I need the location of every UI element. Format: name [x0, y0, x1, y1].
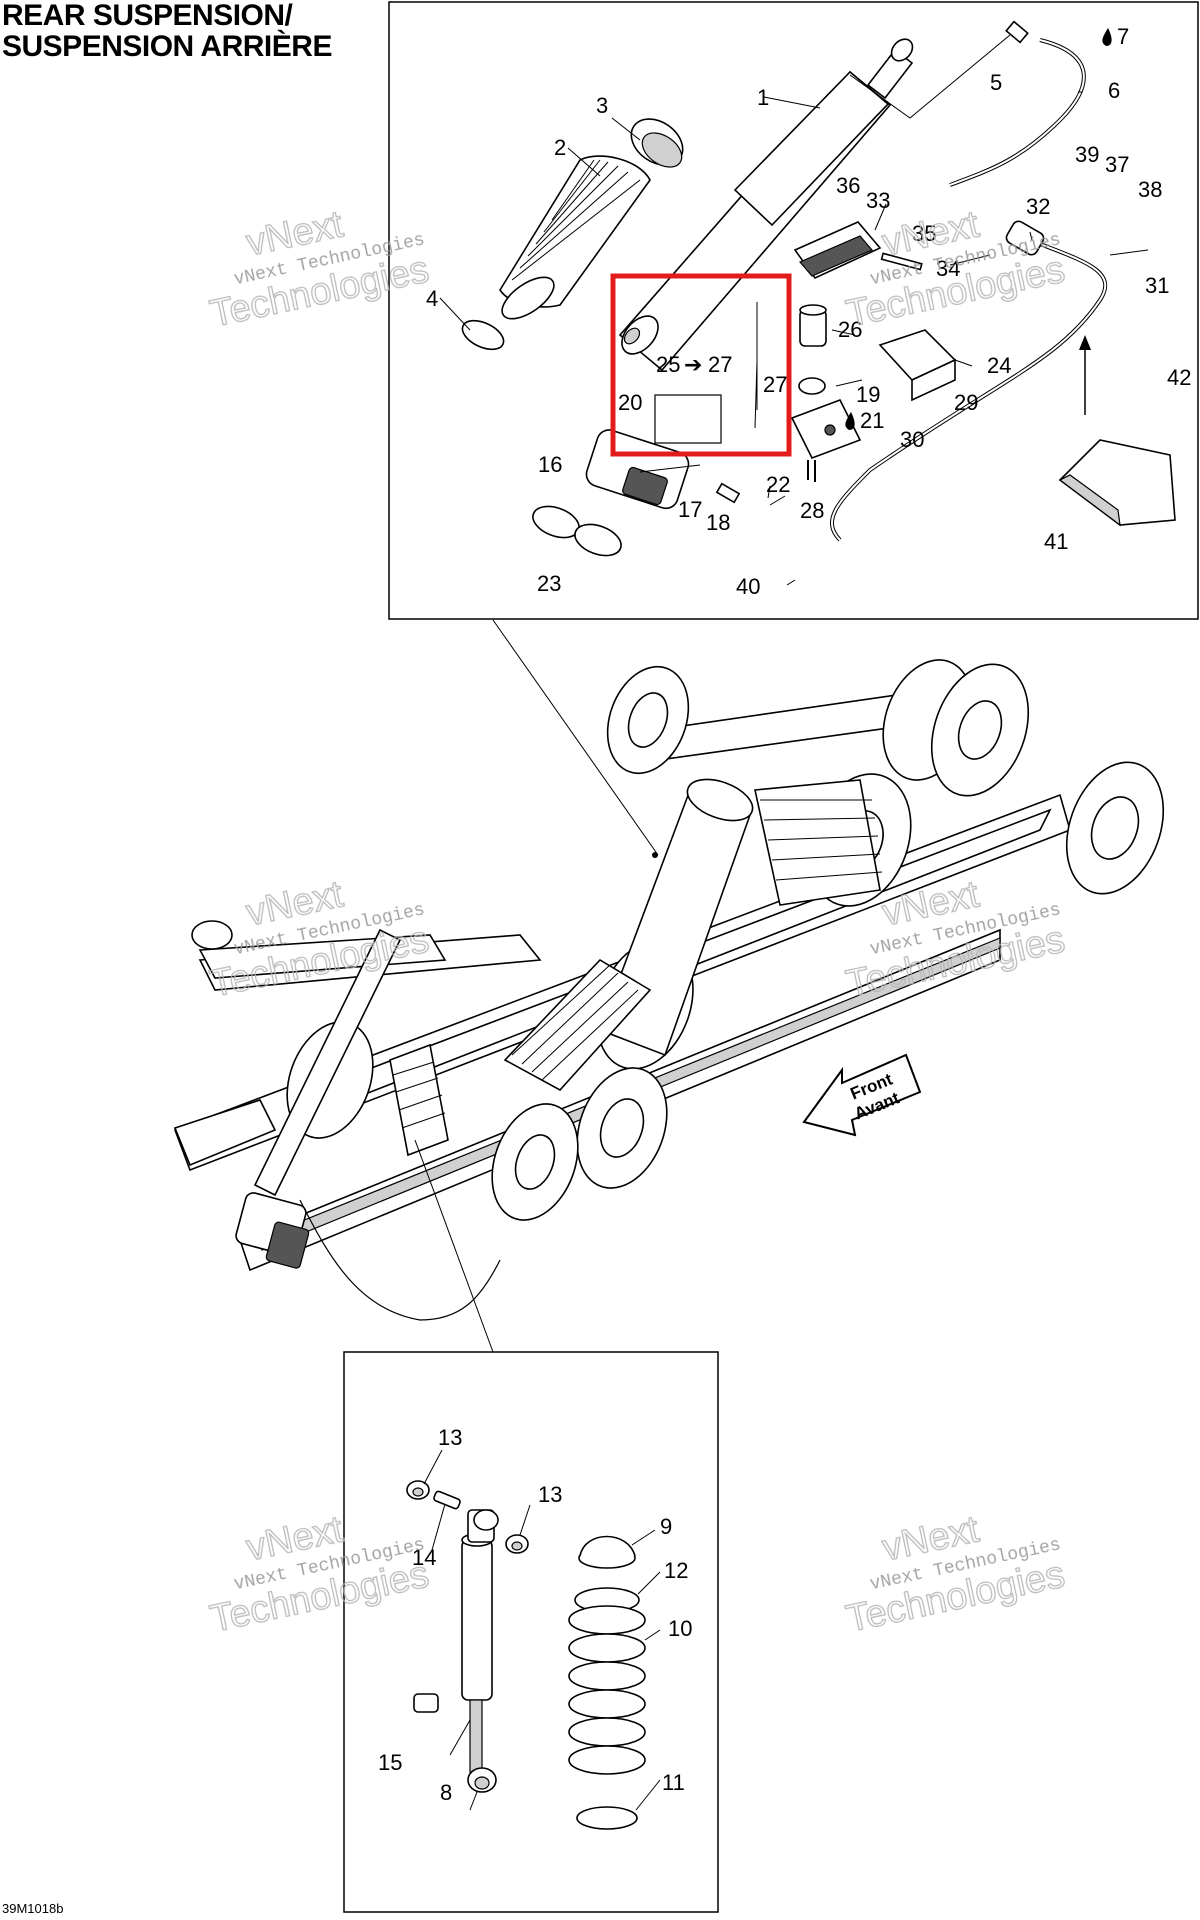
callout-30: 30 — [900, 427, 924, 452]
callout-1: 1 — [757, 85, 769, 110]
part-18-fitting[interactable] — [715, 482, 741, 504]
callout-27: 27 — [763, 372, 787, 397]
callout-41: 41 — [1044, 529, 1068, 554]
callout-37: 37 — [1105, 152, 1129, 177]
callout-33: 33 — [866, 188, 890, 213]
part-11-clip[interactable] — [576, 1806, 638, 1830]
part-4-clip[interactable] — [458, 315, 508, 355]
callout-28: 28 — [800, 498, 824, 523]
callout-17: 17 — [678, 497, 702, 522]
part-27-o-ring[interactable] — [798, 377, 826, 395]
front-compressor — [235, 1192, 310, 1269]
part-3-ring[interactable] — [623, 110, 692, 175]
callout-25: 25 — [656, 352, 680, 377]
drop-icon-21 — [845, 412, 855, 430]
callout-35: 35 — [912, 221, 936, 246]
callout-19: 19 — [856, 382, 880, 407]
main-shock-absorber — [503, 778, 754, 1092]
callout-2: 2 — [554, 135, 566, 160]
callout-13-top: 13 — [438, 1425, 462, 1450]
callout-20: 20 — [618, 390, 642, 415]
part-5-fitting[interactable] — [1005, 20, 1029, 44]
part-33-bracket[interactable] — [793, 221, 882, 280]
callout-22: 22 — [766, 472, 790, 497]
rear-wheel-right-pair — [882, 659, 1030, 797]
part-9-retainer[interactable] — [578, 1535, 636, 1569]
rear-wheel-left — [606, 665, 690, 775]
callout-24: 24 — [987, 353, 1011, 378]
callout-27-range: 27 — [708, 352, 732, 377]
part-10-spring[interactable] — [568, 1605, 646, 1775]
callout-32: 32 — [1026, 194, 1050, 219]
callout-9: 9 — [660, 1514, 672, 1539]
bottom-leader-lines — [423, 1449, 661, 1811]
diagram-title: REAR SUSPENSION/ SUSPENSION ARRIÈRE — [2, 0, 332, 62]
callout-8: 8 — [440, 1780, 452, 1805]
part-2-boot[interactable] — [495, 155, 651, 327]
rear-spring — [754, 773, 912, 907]
part-1-shock-absorber[interactable] — [615, 34, 1011, 372]
drawing-reference: 39M1018b — [2, 1901, 64, 1916]
callout-23: 23 — [537, 571, 561, 596]
rear-suspension-assembly — [173, 659, 1165, 1321]
callout-5: 5 — [990, 70, 1002, 95]
part-19-valve-body[interactable] — [790, 398, 862, 460]
part-13-bushings[interactable] — [406, 1480, 529, 1554]
part-6-hose[interactable] — [949, 38, 1086, 187]
callout-40: 40 — [736, 574, 760, 599]
part-24-bracket[interactable] — [878, 329, 957, 402]
part-35-bolt[interactable] — [880, 252, 923, 271]
callout-14: 14 — [412, 1545, 436, 1570]
callout-21: 21 — [860, 408, 884, 433]
part-20-label[interactable] — [654, 394, 722, 444]
callout-3: 3 — [596, 93, 608, 118]
top-leader-lines — [439, 91, 1149, 586]
callout-39: 39 — [1075, 142, 1099, 167]
part-41-skid-plate[interactable] — [1058, 439, 1176, 527]
callout-31: 31 — [1145, 273, 1169, 298]
callout-12: 12 — [664, 1558, 688, 1583]
callout-4: 4 — [426, 286, 438, 311]
front-skid — [173, 1099, 277, 1167]
callout-13-right: 13 — [538, 1482, 562, 1507]
highlight-box — [610, 273, 792, 457]
callout-42: 42 — [1167, 365, 1191, 390]
callout-38: 38 — [1138, 177, 1162, 202]
part-28-screws[interactable] — [807, 460, 816, 482]
connector-bottom — [414, 1139, 494, 1353]
callout-11: 11 — [662, 1770, 685, 1795]
callout-15: 15 — [378, 1750, 402, 1775]
part-8-shock[interactable] — [461, 1509, 499, 1793]
arrow-glyph: ➔ — [684, 353, 702, 378]
front-direction-arrow — [802, 1053, 922, 1137]
rear-wheel-far — [1065, 761, 1165, 895]
title-line-2: SUSPENSION ARRIÈRE — [2, 30, 332, 63]
front-spring — [389, 1043, 449, 1157]
drop-icon-7 — [1102, 28, 1112, 46]
bottom-detail-box — [343, 1351, 719, 1913]
callout-36: 36 — [836, 173, 860, 198]
callout-34: 34 — [936, 256, 960, 281]
title-line-1: REAR SUSPENSION/ — [2, 0, 293, 32]
part-15-bushing[interactable] — [413, 1693, 439, 1713]
callout-16: 16 — [538, 452, 562, 477]
part-32-reservoir[interactable] — [1004, 219, 1045, 257]
callout-10: 10 — [668, 1616, 692, 1641]
part-26-solenoid[interactable] — [799, 304, 827, 347]
part-23-clamps[interactable] — [529, 501, 626, 562]
callout-7: 7 — [1117, 24, 1129, 49]
top-detail-box — [388, 1, 1199, 620]
callout-26: 26 — [838, 317, 862, 342]
front-arm — [191, 920, 542, 1197]
connector-top — [492, 619, 659, 856]
callout-29: 29 — [954, 390, 978, 415]
part-14-spacer[interactable] — [433, 1490, 461, 1510]
callout-6: 6 — [1108, 78, 1120, 103]
callout-18: 18 — [706, 510, 730, 535]
